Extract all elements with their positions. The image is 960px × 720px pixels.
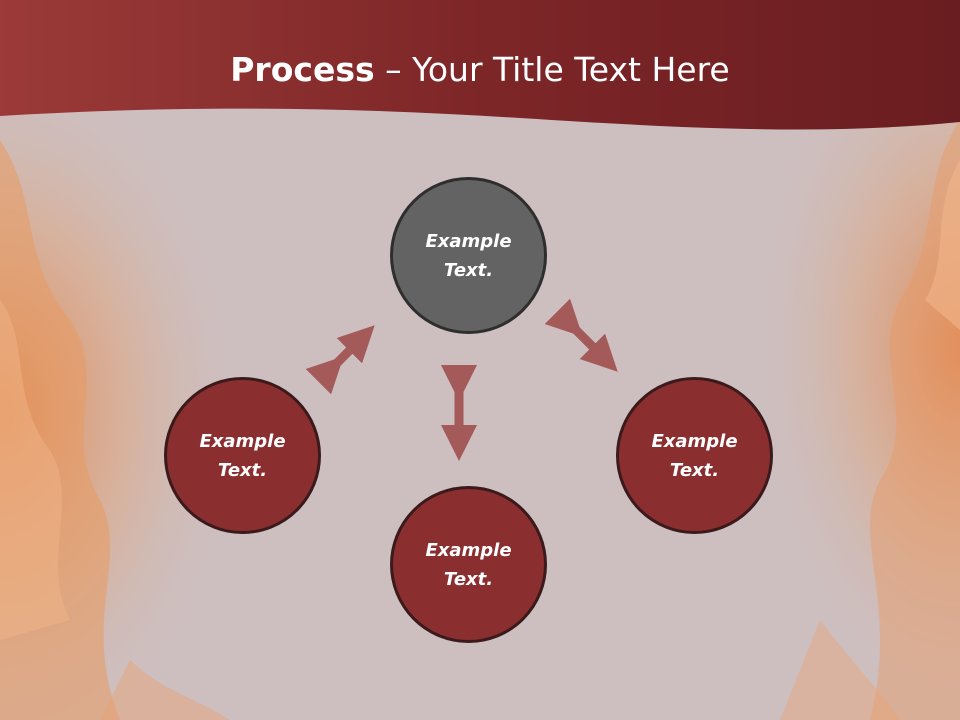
arrow-top-left (305, 325, 375, 395)
node-top-text: Example Text. (425, 230, 512, 281)
node-bottom-text: Example Text. (425, 539, 512, 590)
title-rest: – Your Title Text Here (374, 50, 730, 89)
title-bold: Process (230, 50, 375, 89)
node-right: Example Text. (616, 377, 773, 534)
arrow-top-right (544, 298, 618, 372)
node-top: Example Text. (390, 177, 547, 334)
node-left: Example Text. (164, 377, 321, 534)
node-right-text: Example Text. (651, 430, 738, 481)
node-left-text: Example Text. (199, 430, 286, 481)
node-bottom: Example Text. (390, 486, 547, 643)
slide-title: Process – Your Title Text Here (0, 50, 960, 89)
header-band (0, 0, 960, 130)
